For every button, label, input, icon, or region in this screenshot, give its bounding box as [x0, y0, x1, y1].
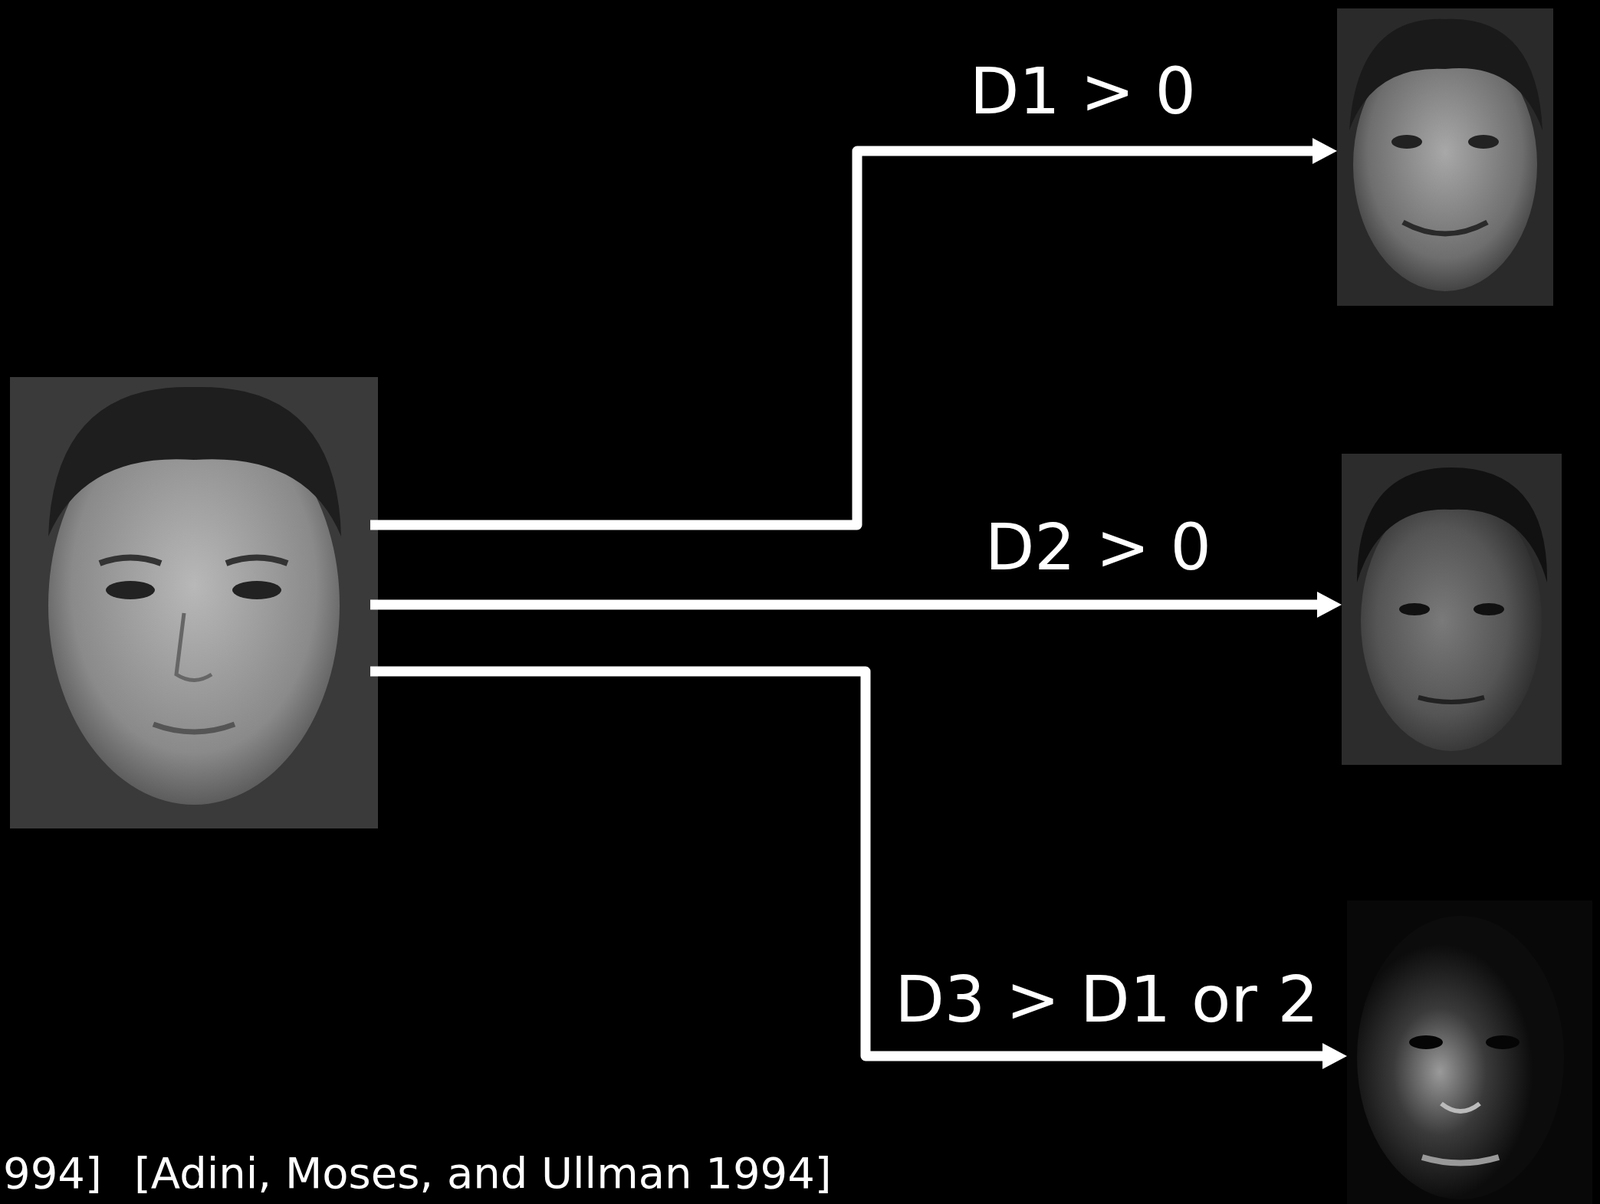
edge-label: D3 > D1 or 2 [894, 964, 1319, 1035]
citation: 994] [3, 1149, 102, 1198]
citation: [Adini, Moses, and Ullman 1994] [134, 1149, 832, 1198]
arrow-line [370, 151, 1328, 1057]
target-face [1337, 8, 1554, 306]
target-face [1341, 453, 1562, 766]
edge-label: D2 > 0 [985, 512, 1212, 583]
edge-label: D1 > 0 [969, 55, 1196, 127]
arrowhead [1312, 137, 1348, 1070]
input-face [9, 377, 378, 829]
target-face [1347, 900, 1593, 1204]
